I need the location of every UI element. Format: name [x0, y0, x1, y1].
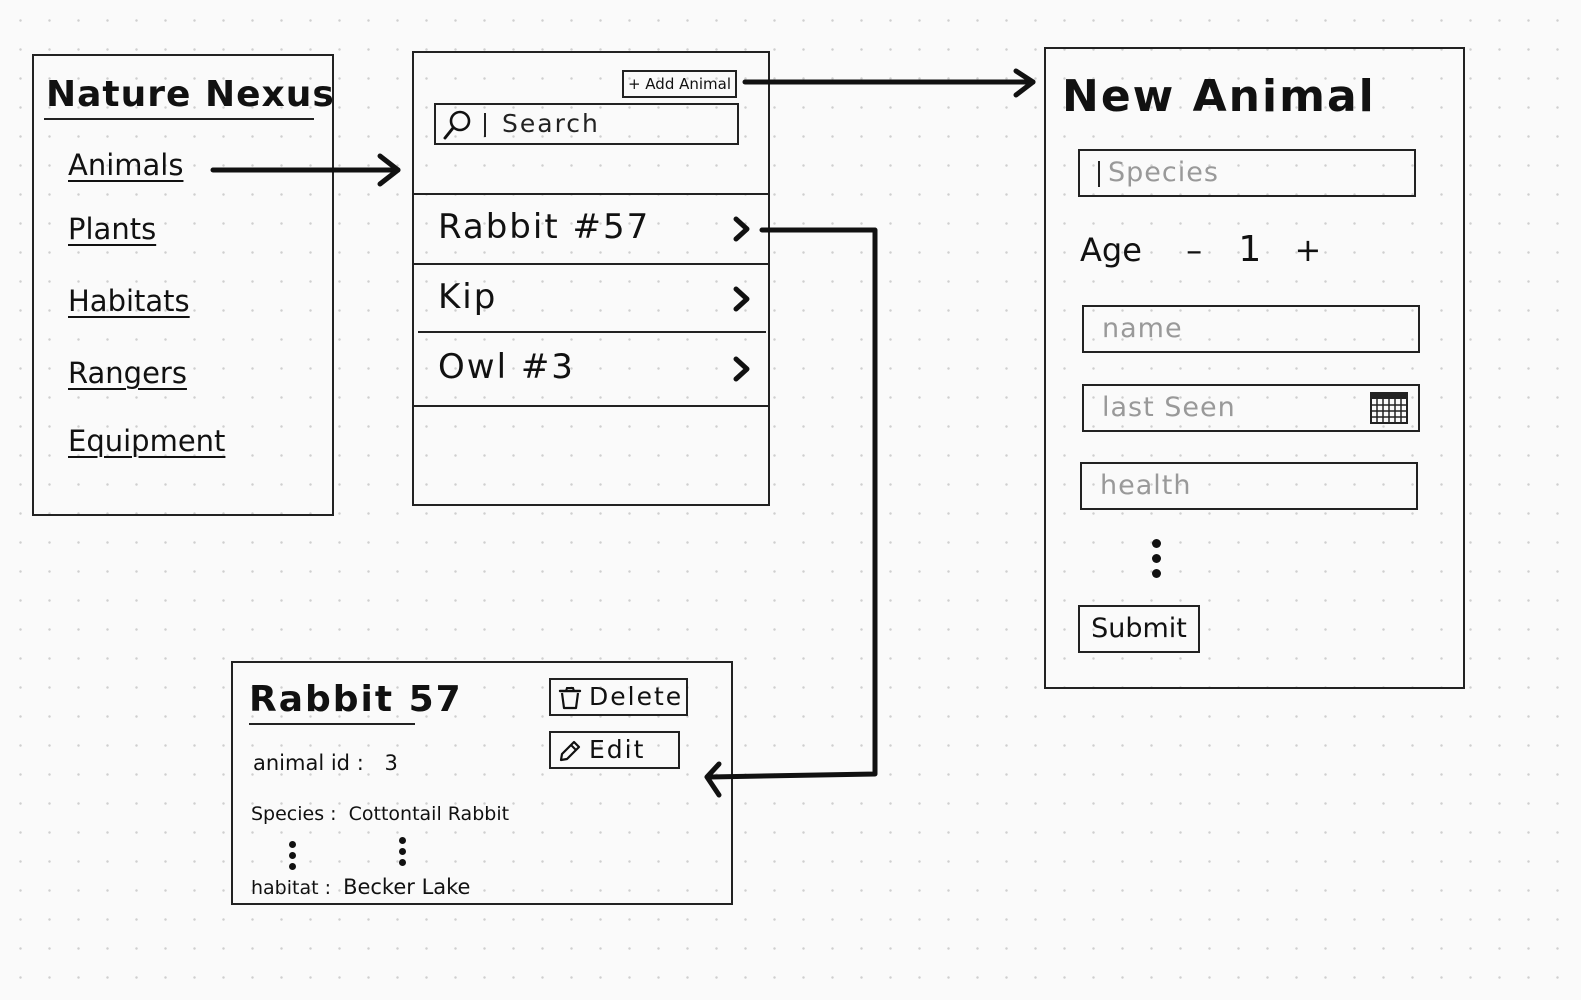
- age-value: 1: [1238, 229, 1262, 270]
- species-placeholder: Species: [1108, 157, 1219, 188]
- list-item-label: Rabbit #57: [438, 207, 651, 247]
- detail-title: Rabbit 57: [249, 679, 463, 720]
- edit-label: Edit: [589, 735, 646, 764]
- animal-id-value: 3: [384, 751, 398, 775]
- list-divider: [414, 263, 770, 265]
- new-animal-panel: New Animal Species Age – 1 + name last S…: [1044, 47, 1465, 689]
- delete-label: Delete: [589, 682, 684, 711]
- search-input[interactable]: Search: [434, 103, 739, 145]
- last-seen-placeholder: last Seen: [1102, 392, 1236, 423]
- text-caret: [484, 113, 486, 137]
- chevron-right-icon: [733, 286, 750, 312]
- list-divider: [418, 331, 766, 333]
- list-item-owl-3[interactable]: Owl #3: [414, 335, 768, 401]
- habitat-row: habitat : Becker Lake: [251, 875, 470, 899]
- nav-item-equipment[interactable]: Equipment: [68, 424, 226, 458]
- animal-id-label: animal id :: [253, 751, 364, 775]
- list-item-label: Kip: [438, 277, 498, 317]
- text-caret: [1098, 160, 1100, 187]
- name-field[interactable]: name: [1082, 305, 1420, 353]
- age-stepper: Age – 1 +: [1080, 229, 1321, 270]
- habitat-label: habitat :: [251, 877, 332, 899]
- trash-icon: [558, 687, 582, 710]
- calendar-icon[interactable]: [1370, 392, 1408, 424]
- name-placeholder: name: [1102, 313, 1183, 344]
- nav-item-plants[interactable]: Plants: [68, 212, 157, 246]
- chevron-right-icon: [733, 356, 750, 382]
- species-label: Species :: [251, 803, 337, 825]
- animal-detail-panel: Rabbit 57 Delete Edit animal id : 3 Spec…: [231, 661, 733, 905]
- arrow-add-to-form: [742, 68, 1036, 98]
- habitat-value: Becker Lake: [343, 875, 471, 899]
- age-increment-button[interactable]: +: [1294, 231, 1322, 269]
- list-divider: [414, 405, 770, 407]
- animal-id-row: animal id : 3: [253, 751, 398, 775]
- app-title: Nature Nexus: [46, 74, 335, 115]
- search-icon: [443, 110, 471, 140]
- form-title: New Animal: [1062, 71, 1376, 122]
- nav-item-habitats[interactable]: Habitats: [68, 284, 190, 318]
- health-placeholder: health: [1100, 470, 1192, 501]
- species-row: Species : Cottontail Rabbit: [251, 803, 509, 825]
- list-item-rabbit-57[interactable]: Rabbit #57: [414, 195, 768, 261]
- chevron-right-icon: [733, 216, 750, 242]
- species-field[interactable]: Species: [1078, 149, 1416, 197]
- list-item-label: Owl #3: [438, 347, 575, 387]
- edit-button[interactable]: Edit: [549, 731, 680, 769]
- health-field[interactable]: health: [1080, 462, 1418, 510]
- search-placeholder: Search: [502, 109, 600, 138]
- last-seen-date-field[interactable]: last Seen: [1082, 384, 1420, 432]
- pencil-icon: [559, 740, 581, 762]
- age-decrement-button[interactable]: –: [1186, 231, 1203, 269]
- list-item-kip[interactable]: Kip: [414, 265, 768, 331]
- nav-panel: Nature Nexus Animals Plants Habitats Ran…: [32, 54, 334, 516]
- age-label: Age: [1080, 231, 1142, 269]
- list-divider: [414, 193, 770, 195]
- more-fields-ellipsis: [289, 841, 299, 874]
- species-value: Cottontail Rabbit: [348, 803, 510, 825]
- title-underline: [249, 723, 415, 725]
- nav-item-rangers[interactable]: Rangers: [68, 356, 187, 390]
- title-underline: [44, 118, 314, 120]
- more-fields-ellipsis: [1152, 539, 1162, 584]
- more-values-ellipsis: [399, 837, 409, 870]
- add-animal-button[interactable]: + Add Animal: [622, 70, 737, 98]
- submit-button[interactable]: Submit: [1078, 605, 1200, 653]
- delete-button[interactable]: Delete: [549, 678, 688, 716]
- animal-list-panel: + Add Animal Search Rabbit #57 Kip Owl #…: [412, 51, 770, 506]
- nav-item-animals[interactable]: Animals: [68, 148, 184, 182]
